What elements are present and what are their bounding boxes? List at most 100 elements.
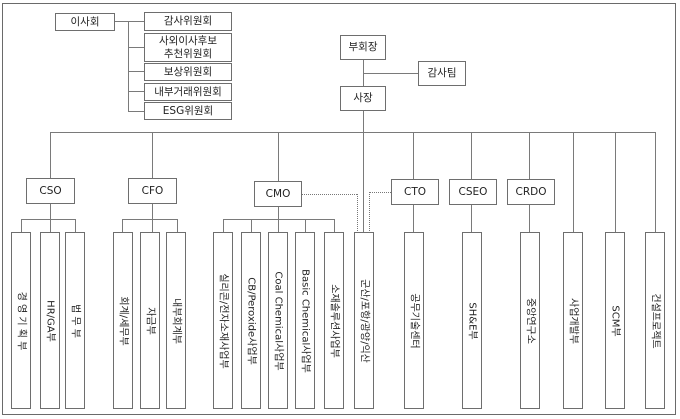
dept-label: HR/GA부 <box>44 299 56 342</box>
dept-box: 회계/세무부 <box>113 232 133 409</box>
exec-box-cso: CSO <box>26 178 75 204</box>
dept-box: 실리콘/전자소재사업부 <box>213 232 233 409</box>
connector <box>128 111 144 112</box>
dept-label: 자금부 <box>144 306 156 335</box>
connector <box>50 219 51 233</box>
dept-label: 경 영 기 획 부 <box>15 291 27 350</box>
exec-label: CFO <box>141 184 164 197</box>
dept-box: 공무기술센터 <box>404 232 424 409</box>
dept-label: 실리콘/전자소재사업부 <box>217 272 229 369</box>
connector <box>529 132 530 179</box>
dept-box: 소재솔루션사업부 <box>324 232 344 409</box>
dept-label: 내부회계부 <box>170 297 182 344</box>
chart-frame <box>2 3 676 415</box>
vice-chairman-box: 부회장 <box>340 35 386 60</box>
connector <box>152 219 153 233</box>
committee-label: 내부거래위원회 <box>154 85 222 98</box>
exec-box-crdo: CRDO <box>507 179 555 205</box>
dept-label: SCM부 <box>609 304 621 337</box>
connector <box>471 132 472 179</box>
president-box: 사장 <box>340 86 386 111</box>
committee-label: 보상위원회 <box>163 65 213 78</box>
exec-box-cseo: CSEO <box>449 179 497 205</box>
connector <box>75 219 76 233</box>
connector <box>122 219 123 233</box>
connector <box>152 204 153 219</box>
connector <box>115 21 129 22</box>
exec-box-cmo: CMO <box>254 181 302 207</box>
exec-label: CSEO <box>458 185 488 198</box>
connector <box>50 132 51 178</box>
dotted-connector <box>302 194 357 195</box>
connector <box>251 219 252 233</box>
dept-box: Coal Chemical사업부 <box>268 232 288 409</box>
audit-team-label: 감사팀 <box>427 67 457 79</box>
dept-label: 법 무 부 <box>69 303 81 338</box>
dept-box: 자금부 <box>140 232 160 409</box>
dotted-connector <box>369 192 370 233</box>
dept-box: 사업개발부 <box>563 232 583 409</box>
dept-label: Coal Chemical사업부 <box>272 270 284 371</box>
connector <box>128 71 144 72</box>
connector <box>223 219 335 220</box>
connector <box>529 205 530 233</box>
dept-box: HR/GA부 <box>40 232 60 409</box>
dept-box: 경 영 기 획 부 <box>11 232 31 409</box>
dept-label: 중앙연구소 <box>524 297 536 344</box>
dept-box: 내부회계부 <box>166 232 186 409</box>
dotted-connector <box>369 192 391 193</box>
connector <box>363 73 418 74</box>
exec-label: CTO <box>403 185 426 198</box>
dept-label: 군산/포항/광양/익산 <box>358 278 370 363</box>
board-box: 이사회 <box>55 13 115 31</box>
audit-team-box: 감사팀 <box>418 61 466 86</box>
connector <box>413 132 414 179</box>
committee-audit: 감사위원회 <box>144 12 232 31</box>
dept-label: CB/Peroxide사업부 <box>245 276 257 365</box>
connector <box>50 204 51 219</box>
connector <box>413 205 414 233</box>
exec-label: CSO <box>39 184 62 197</box>
connector <box>152 132 153 178</box>
dept-box: 법 무 부 <box>65 232 85 409</box>
connector <box>615 132 616 233</box>
dept-box: 건설프로젝트 <box>645 232 665 409</box>
connector <box>471 205 472 233</box>
exec-label: CMO <box>265 187 291 200</box>
connector <box>278 219 279 233</box>
committee-label: ESG위원회 <box>162 104 214 117</box>
board-label: 이사회 <box>70 15 100 28</box>
connector <box>128 91 144 92</box>
connector <box>21 219 22 233</box>
dept-label: 소재솔루션사업부 <box>328 283 340 358</box>
connector <box>334 219 335 233</box>
connector <box>177 219 178 233</box>
connector <box>363 111 364 235</box>
connector <box>278 207 279 219</box>
committee-internal-trade: 내부거래위원회 <box>144 83 232 101</box>
dept-box: CB/Peroxide사업부 <box>241 232 261 409</box>
committee-nomination: 사외이사후보 추천위원회 <box>144 33 232 62</box>
committee-compensation: 보상위원회 <box>144 63 232 81</box>
connector <box>21 219 75 220</box>
connector <box>128 21 144 22</box>
connector <box>128 21 129 112</box>
connector <box>278 132 279 181</box>
connector <box>305 219 306 233</box>
exec-box-cfo: CFO <box>128 178 177 204</box>
main-bus <box>50 132 656 133</box>
vice-chairman-label: 부회장 <box>348 41 378 53</box>
connector <box>122 219 177 220</box>
dept-label: SH&E부 <box>466 301 478 340</box>
dotted-connector <box>357 194 358 233</box>
connector <box>573 132 574 233</box>
dept-label: 건설프로젝트 <box>649 292 661 349</box>
exec-box-cto: CTO <box>391 179 439 205</box>
connector <box>223 219 224 233</box>
dept-label: 회계/세무부 <box>117 295 129 346</box>
connector <box>655 132 656 233</box>
committee-esg: ESG위원회 <box>144 102 232 120</box>
dept-box: SH&E부 <box>462 232 482 409</box>
president-label: 사장 <box>353 92 373 104</box>
committee-label: 사외이사후보 추천위원회 <box>159 34 217 60</box>
